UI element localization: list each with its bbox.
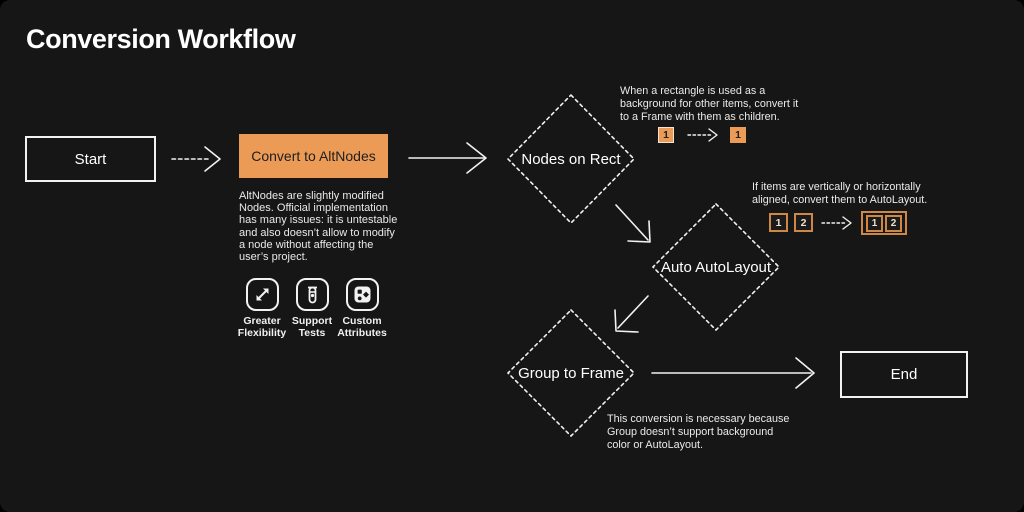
page-title: Conversion Workflow bbox=[26, 24, 296, 54]
example-item-1-square: 1 bbox=[769, 213, 788, 232]
convert-node-label: Convert to AltNodes bbox=[251, 148, 376, 164]
end-node-label: End bbox=[890, 366, 918, 383]
arrow-convert-to-nodes-on-rect bbox=[408, 142, 487, 174]
nodes-on-rect-label: Nodes on Rect bbox=[521, 151, 621, 168]
example-digit: 2 bbox=[800, 216, 807, 229]
example-item-1-square: 1 bbox=[866, 214, 883, 232]
example-rect-item-square: 1 bbox=[658, 127, 674, 143]
example-digit: 1 bbox=[663, 129, 669, 141]
altnodes-description: AltNodes are slightly modified Nodes. Of… bbox=[239, 190, 398, 264]
example-digit: 2 bbox=[890, 217, 897, 229]
arrow-auto-autolayout-to-group-to-frame bbox=[614, 295, 649, 333]
arrow-nodes-on-rect-to-auto-autolayout bbox=[615, 204, 651, 243]
feature-support-tests: Support Tests bbox=[279, 278, 345, 339]
example-digit: 1 bbox=[735, 129, 741, 141]
test-tube-icon bbox=[295, 278, 329, 311]
feature-label: Support Tests bbox=[291, 315, 333, 339]
example-frame-child-square: 1 bbox=[730, 127, 746, 143]
end-node: End bbox=[840, 351, 968, 398]
example-digit: 1 bbox=[775, 216, 782, 229]
nodes-on-rect-note: When a rectangle is used as a background… bbox=[620, 85, 799, 124]
expand-arrows-icon bbox=[245, 278, 279, 311]
feature-custom-attributes: Custom Attributes bbox=[329, 278, 395, 339]
feature-greater-flexibility: Greater Flexibility bbox=[229, 278, 295, 339]
example-item-2-square: 2 bbox=[794, 213, 813, 232]
example-digit: 1 bbox=[871, 217, 878, 229]
example-autolayout-group: 1 2 bbox=[861, 211, 907, 235]
group-to-frame-note: This conversion is necessary because Gro… bbox=[607, 413, 790, 452]
feature-label: Custom Attributes bbox=[337, 315, 387, 339]
arrow-start-to-convert bbox=[171, 146, 221, 172]
example-item-2-square: 2 bbox=[885, 214, 902, 232]
convert-to-altnodes-node: Convert to AltNodes bbox=[239, 134, 388, 178]
start-node-label: Start bbox=[74, 150, 107, 168]
arrow-group-to-frame-to-end bbox=[651, 357, 815, 389]
group-to-frame-label: Group to Frame bbox=[518, 365, 624, 382]
arrow-example-items-to-autolayout bbox=[821, 216, 852, 230]
auto-autolayout-note: If items are vertically or horizontally … bbox=[752, 181, 928, 207]
custom-attributes-icon bbox=[345, 278, 379, 311]
start-node: Start bbox=[25, 136, 156, 182]
feature-label: Greater Flexibility bbox=[237, 315, 287, 339]
auto-autolayout-label: Auto AutoLayout bbox=[660, 259, 772, 276]
arrow-example-rect-to-frame bbox=[687, 128, 718, 142]
